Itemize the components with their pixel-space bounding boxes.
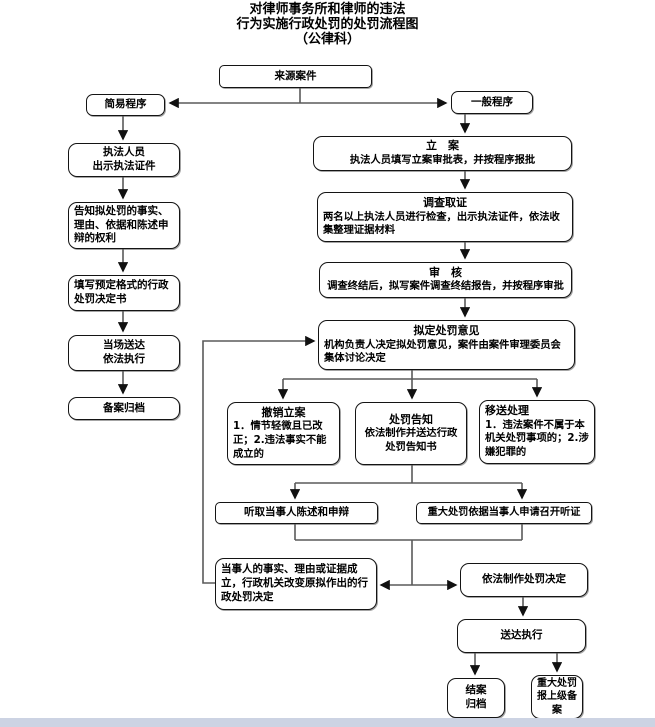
node-case-filing-body: 执法人员填写立案审批表，并按程序报批 <box>349 153 536 166</box>
node-change-decision: 当事人的事实、理由或证据成立，行政机关改变原拟作出的行政处罚决定 <box>215 558 377 610</box>
node-fill-decision: 填写预定格式的行政处罚决定书 <box>68 275 180 311</box>
node-source-case: 来源案件 <box>219 65 372 88</box>
node-draft-opinion: 拟定处罚意见 机构负责人决定拟处罚意见，案件由案件审理委员会集体讨论决定 <box>318 320 575 370</box>
title-line-1: 对律师事务所和律师的违法 <box>249 2 406 17</box>
node-report-superior: 重大处罚报上级备案 <box>531 675 583 719</box>
node-deliver-execute: 送达执行 <box>457 619 586 653</box>
bottom-status-strip <box>0 718 655 727</box>
node-review: 审 核 调查终结后，拟写案件调查终结报告，并按程序审批 <box>319 262 572 298</box>
node-penalty-notice-title: 处罚告知 <box>389 412 433 426</box>
node-investigation-title: 调查取证 <box>423 196 467 210</box>
node-transfer: 移送处理 1．违法案件不属于本机关处罚事项的；2.涉嫌犯罪的 <box>479 400 595 464</box>
node-review-body: 调查终结后，拟写案件调查终结报告，并按程序审批 <box>327 280 564 293</box>
node-case-filing-title: 立 案 <box>426 139 459 153</box>
node-hold-hearing: 重大处罚依据当事人申请召开听证 <box>416 502 592 524</box>
node-inform-rights: 告知拟处罚的事实、理由、依据和陈述申辩的权利 <box>68 202 180 249</box>
node-case-filing: 立 案 执法人员填写立案审批表，并按程序报批 <box>313 136 572 171</box>
title-line-2: 行为实施行政处罚的处罚流程图 <box>236 16 419 32</box>
node-withdraw-filing-title: 撤销立案 <box>261 405 306 419</box>
node-review-title: 审 核 <box>429 265 462 279</box>
node-show-credentials: 执法人员 出示执法证件 <box>68 143 180 177</box>
page-title: 对律师事务所和律师的违法 行为实施行政处罚的处罚流程图 （公律科） <box>0 2 655 48</box>
node-hear-statement: 听取当事人陈述和申辩 <box>215 502 378 524</box>
title-line-3: （公律科） <box>294 31 360 47</box>
node-penalty-notice: 处罚告知 依法制作并送达行政处罚告知书 <box>355 402 467 465</box>
node-investigation: 调查取证 两名以上执法人员进行检查，出示执法证件，依法收集整理证据材料 <box>317 192 573 242</box>
node-make-decision: 依法制作处罚决定 <box>460 563 588 597</box>
node-draft-opinion-body: 机构负责人决定拟处罚意见，案件由案件审理委员会集体讨论决定 <box>324 338 561 365</box>
node-simple-procedure: 简易程序 <box>86 94 165 116</box>
node-general-procedure: 一般程序 <box>451 91 533 114</box>
node-record-archive: 备案归档 <box>68 397 180 420</box>
node-investigation-body: 两名以上执法人员进行检查，出示执法证件，依法收集整理证据材料 <box>323 210 560 237</box>
node-onspot-delivery: 当场送达 依法执行 <box>68 335 180 371</box>
node-withdraw-filing-body: 1．情节轻微且已改正；2.违法事实不能成立的 <box>233 420 327 460</box>
node-draft-opinion-title: 拟定处罚意见 <box>413 324 480 338</box>
node-transfer-title: 移送处理 <box>485 404 529 418</box>
node-transfer-body: 1．违法案件不属于本机关处罚事项的；2.涉嫌犯罪的 <box>485 418 589 459</box>
node-penalty-notice-body: 依法制作并送达行政处罚告知书 <box>364 427 458 453</box>
node-close-archive: 结案 归档 <box>447 678 505 718</box>
node-withdraw-filing: 撤销立案 1．情节轻微且已改正；2.违法事实不能成立的 <box>227 402 340 465</box>
